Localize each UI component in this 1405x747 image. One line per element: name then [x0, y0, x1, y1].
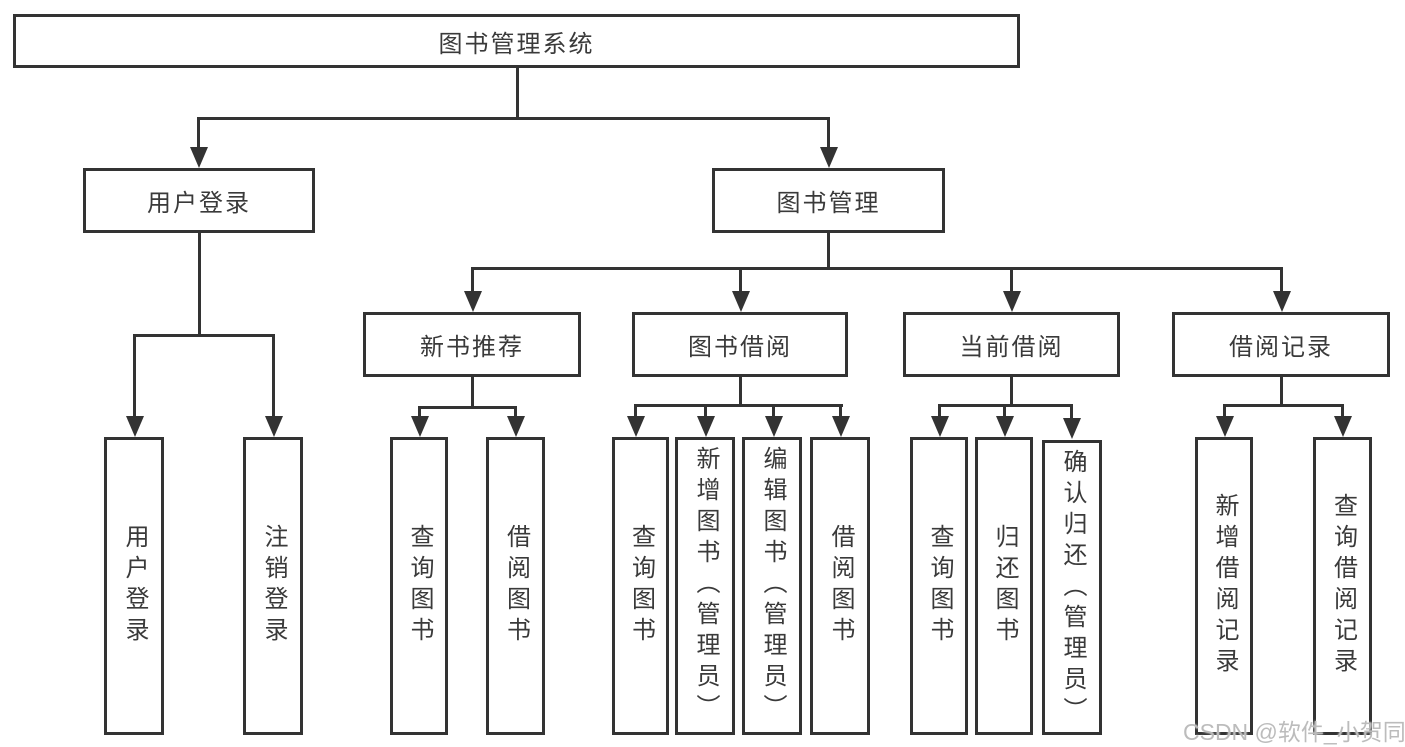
- arrow-records-leaf2-icon: [1333, 404, 1352, 437]
- arrow-current-leaf2-icon: [995, 404, 1014, 437]
- edge-borrow-vline: [739, 377, 742, 407]
- arrow-to-login-leaf1-icon: [125, 334, 144, 437]
- leaf-borrow-query-books: 查询图书: [612, 437, 669, 735]
- node-user-login: 用户登录: [83, 168, 315, 233]
- edge-login-vline: [198, 233, 201, 337]
- arrow-borrow-leaf1-icon: [626, 404, 645, 437]
- node-new-book-rec-label: 新书推荐: [420, 334, 524, 361]
- node-root-label: 图书管理系统: [438, 30, 595, 58]
- csdn-watermark: CSDN @软件_小贺同学: [1183, 719, 1405, 745]
- leaf-borrow-borrow-books-label: 借阅图书: [827, 524, 854, 648]
- edge-records-hline: [1223, 404, 1344, 407]
- leaf-records-query-record: 查询借阅记录: [1313, 437, 1372, 735]
- arrow-borrow-leaf3-icon: [764, 404, 783, 437]
- node-borrow-records: 借阅记录: [1172, 312, 1390, 377]
- leaf-borrow-add-books-admin: 新增图书（管理员）: [675, 437, 735, 735]
- arrow-to-new-book-rec-icon: [463, 267, 482, 312]
- arrow-rec-leaf1-icon: [410, 406, 429, 437]
- arrow-to-current-borrow-icon: [1002, 267, 1021, 312]
- edge-borrow-hline: [634, 404, 843, 407]
- leaf-current-confirm-return-admin: 确认归还（管理员）: [1042, 440, 1102, 735]
- node-book-mgmt: 图书管理: [712, 168, 945, 233]
- arrow-to-book-borrow-icon: [731, 267, 750, 312]
- node-user-login-label: 用户登录: [147, 190, 251, 217]
- node-current-borrow: 当前借阅: [903, 312, 1120, 377]
- arrow-borrow-leaf2-icon: [696, 404, 715, 437]
- node-book-borrow-label: 图书借阅: [688, 334, 792, 361]
- node-current-borrow-label: 当前借阅: [959, 334, 1064, 361]
- node-new-book-rec: 新书推荐: [363, 312, 581, 377]
- leaf-rec-borrow-books: 借阅图书: [486, 437, 545, 735]
- leaf-records-add-record: 新增借阅记录: [1195, 437, 1253, 735]
- leaf-rec-query-books: 查询图书: [390, 437, 448, 735]
- leaf-records-add-record-label: 新增借阅记录: [1211, 493, 1238, 679]
- leaf-rec-query-books-label: 查询图书: [406, 524, 433, 648]
- leaf-user-login: 用户登录: [104, 437, 164, 735]
- arrow-to-book-mgmt-icon: [819, 117, 838, 168]
- arrow-to-login-leaf2-icon: [264, 334, 283, 437]
- edge-rec-hline: [418, 406, 517, 409]
- leaf-borrow-query-books-label: 查询图书: [627, 524, 655, 648]
- node-book-borrow: 图书借阅: [632, 312, 848, 377]
- arrow-to-borrow-records-icon: [1272, 267, 1291, 312]
- leaf-current-confirm-return-admin-label: 确认归还（管理员）: [1059, 449, 1086, 728]
- arrow-borrow-leaf4-icon: [831, 404, 850, 437]
- arrow-current-leaf1-icon: [930, 404, 949, 437]
- leaf-borrow-edit-books-admin-label: 编辑图书（管理员）: [759, 446, 786, 725]
- node-borrow-records-label: 借阅记录: [1229, 334, 1333, 361]
- leaf-current-query-books-label: 查询图书: [926, 524, 953, 648]
- leaf-borrow-add-books-admin-label: 新增图书（管理员）: [692, 446, 719, 725]
- arrow-current-leaf3-icon: [1062, 404, 1081, 439]
- edge-rec-vline: [471, 377, 474, 408]
- leaf-logout: 注销登录: [243, 437, 303, 735]
- leaf-current-return-books-label: 归还图书: [991, 524, 1018, 648]
- leaf-current-return-books: 归还图书: [975, 437, 1033, 735]
- leaf-records-query-record-label: 查询借阅记录: [1329, 493, 1357, 679]
- leaf-rec-borrow-books-label: 借阅图书: [502, 524, 530, 648]
- leaf-current-query-books: 查询图书: [910, 437, 968, 735]
- edge-mgmt-vline: [827, 233, 830, 270]
- leaf-user-login-label: 用户登录: [121, 524, 148, 648]
- edge-login-hline: [133, 334, 275, 337]
- edge-mgmt-hline: [471, 267, 1283, 270]
- arrow-records-leaf1-icon: [1215, 404, 1234, 437]
- edge-current-vline: [1010, 377, 1013, 407]
- leaf-borrow-edit-books-admin: 编辑图书（管理员）: [742, 437, 802, 735]
- edge-records-vline: [1280, 377, 1283, 407]
- leaf-logout-label: 注销登录: [260, 524, 287, 648]
- node-root: 图书管理系统: [13, 14, 1020, 68]
- arrow-to-user-login-icon: [189, 117, 208, 168]
- leaf-borrow-borrow-books: 借阅图书: [810, 437, 870, 735]
- arrow-rec-leaf2-icon: [506, 406, 525, 437]
- edge-root-vline: [516, 68, 519, 119]
- node-book-mgmt-label: 图书管理: [776, 190, 881, 217]
- edge-root-hline: [197, 117, 830, 120]
